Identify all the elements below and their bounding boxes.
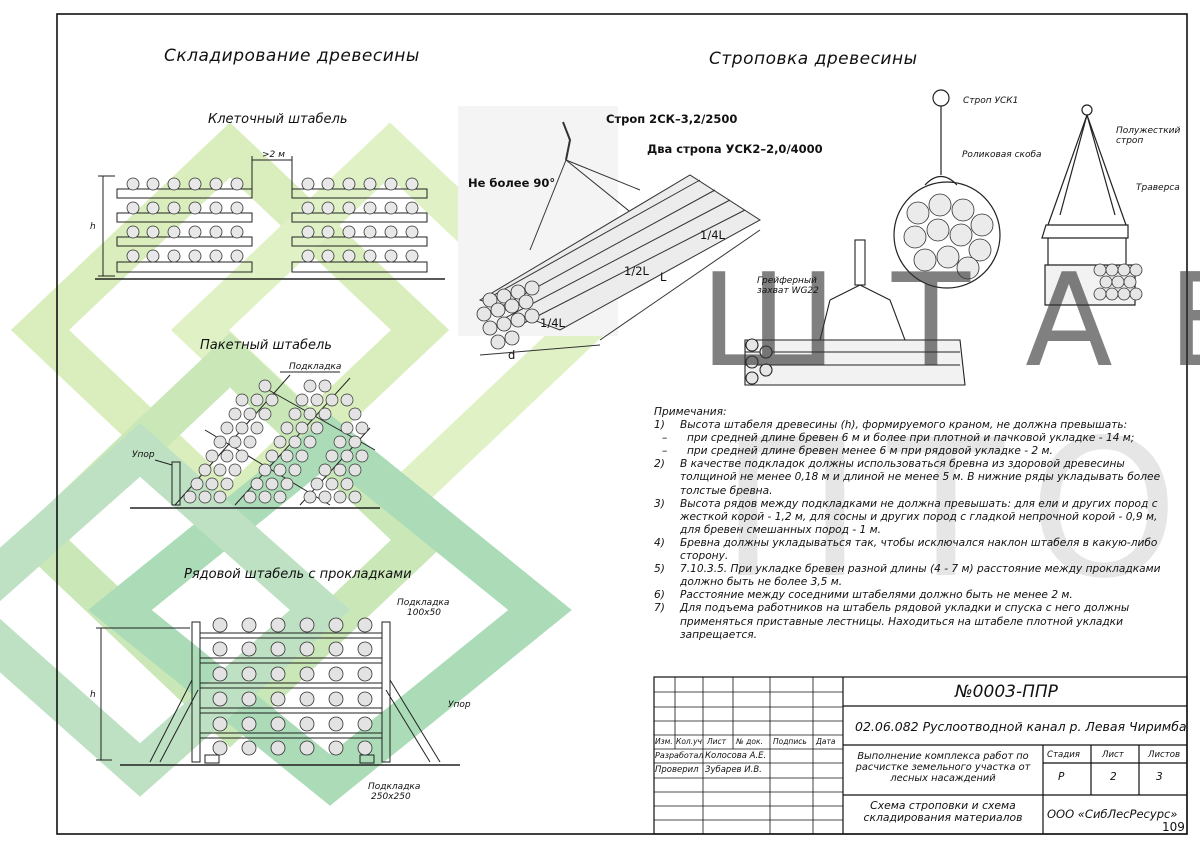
cage-stack-drawing xyxy=(95,156,445,280)
col-doc: № док. xyxy=(736,737,763,746)
row-stack-pad-top: Подкладка xyxy=(397,598,450,608)
label-diameter: d xyxy=(508,348,516,362)
note-text: Высота рядов между подкладками не должна… xyxy=(680,497,1158,536)
row-stack-pad-bottom: Подкладка xyxy=(368,782,421,792)
stage-label: Стадия xyxy=(1047,750,1080,760)
col-izm: Изм. xyxy=(655,737,673,746)
row-stack-pad-top-size: 100х50 xyxy=(407,608,441,618)
note-number: 7) xyxy=(654,602,665,615)
watermark-line-1: ШТАБ xyxy=(700,247,1200,396)
col-date: Дата xyxy=(816,737,836,746)
note-number: – xyxy=(662,432,668,445)
row-stack-drawing xyxy=(96,621,460,766)
traverse-logs xyxy=(1093,263,1143,301)
note-item: 3) Высота рядов между подкладками не долж… xyxy=(654,498,1169,537)
notes-section: Примечания: 1) Высота штабеля древесины (… xyxy=(654,406,1169,642)
developer-role: Разработал xyxy=(655,751,704,760)
notes-title: Примечания: xyxy=(654,406,727,418)
label-sling-usk: Строп УСК1 xyxy=(963,96,1019,106)
note-number: 6) xyxy=(654,589,665,602)
note-text: 7.10.3.5. При укладке бревен разной длин… xyxy=(680,563,1161,589)
doc-number: №0003-ППР xyxy=(955,682,1058,702)
package-stack-pad: Подкладка xyxy=(289,362,342,372)
row-stack-stop: Упор xyxy=(448,700,471,710)
project-name: 02.06.082 Руслоотводной канал р. Левая Ч… xyxy=(855,719,1187,734)
slinging-title: Строповка древесины xyxy=(709,49,918,69)
note-number: 3) xyxy=(654,497,665,510)
label-half: 1/2L xyxy=(624,264,649,278)
sheets-value: 3 xyxy=(1156,771,1163,783)
cage-stack-gap: >2 м xyxy=(262,150,285,160)
stage-value: Р xyxy=(1058,771,1065,783)
note-number: 4) xyxy=(654,536,665,549)
label-angle: Не более 90° xyxy=(468,176,556,190)
note-text: при средней длине бревен менее 6 м при р… xyxy=(687,445,1053,458)
storage-title: Складирование древесины xyxy=(164,46,420,66)
label-quarter-bottom: 1/4L xyxy=(540,316,565,330)
label-traverse: Траверса xyxy=(1136,183,1180,193)
cage-stack-logs xyxy=(126,177,419,263)
title-block xyxy=(653,676,1188,835)
cage-stack-height: h xyxy=(90,222,96,232)
note-item: – при средней длине бревен менее 6 м при … xyxy=(654,445,1169,458)
checker-role: Проверил xyxy=(655,765,699,775)
col-kol: Кол.уч xyxy=(676,737,702,746)
note-text: Высота штабеля древесины (h), формируемо… xyxy=(680,419,1128,432)
note-number: – xyxy=(662,445,668,458)
sheet-value: 2 xyxy=(1110,771,1117,783)
note-item: 6) Расстояние между соседними штабелями д… xyxy=(654,589,1169,602)
label-roller: Роликовая скоба xyxy=(962,150,1042,160)
grab-drawing xyxy=(744,239,966,386)
cage-stack-title: Клеточный штабель xyxy=(208,112,348,127)
note-item: 7) Для подъема работников на штабель рядо… xyxy=(654,602,1169,641)
note-number: 2) xyxy=(654,458,665,471)
roller-clamp-logs xyxy=(903,193,994,280)
company-name: ООО «СибЛесРесурс» xyxy=(1047,807,1178,821)
developer-name: Колосова А.Е. xyxy=(705,751,767,761)
col-sign: Подпись xyxy=(773,737,807,746)
label-length: L xyxy=(660,270,667,284)
checker-name: Зубарев И.В. xyxy=(705,765,762,775)
note-text: Для подъема работников на штабель рядово… xyxy=(680,602,1130,641)
label-sling-2sk: Строп 2СК–3,2/2500 xyxy=(606,112,738,126)
note-text: Расстояние между соседними штабелями дол… xyxy=(680,589,1073,602)
row-stack-logs xyxy=(212,617,373,756)
package-stack-logs xyxy=(183,379,369,504)
row-stack-pad-bottom-size: 250х250 xyxy=(371,792,411,802)
label-two-slings: Два стропа УСК2–2,0/4000 xyxy=(647,142,823,156)
roller-clamp-drawing xyxy=(893,89,1001,289)
note-item: 1) Высота штабеля древесины (h), формируе… xyxy=(654,419,1169,432)
watermark-line-2: ПТО xyxy=(720,399,1200,620)
label-semi-rigid: Полужесткий строп xyxy=(1116,126,1181,146)
package-stack-title: Пакетный штабель xyxy=(200,338,332,353)
sling-bundle-ends xyxy=(476,280,540,350)
note-item: 5) 7.10.3.5. При укладке бревен разной дл… xyxy=(654,563,1169,589)
label-quarter-top: 1/4L xyxy=(700,228,725,242)
row-stack-title: Рядовой штабель с прокладками xyxy=(184,567,412,582)
sheets-label: Листов xyxy=(1148,750,1181,760)
work-description: Выполнение комплекса работ по расчистке … xyxy=(855,751,1031,784)
note-item: 4) Бревна должны укладываться так, чтобы … xyxy=(654,537,1169,563)
row-stack-height: h xyxy=(90,690,96,700)
page-number: 109 xyxy=(1162,820,1185,834)
note-text: при средней длине бревен 6 м и более при… xyxy=(687,432,1135,445)
note-text: В качестве подкладок должны использовать… xyxy=(680,458,1161,497)
label-grab: Грейферный захват WG22 xyxy=(757,276,819,296)
sheet-label: Лист xyxy=(1102,750,1124,760)
note-item: 2) В качестве подкладок должны использова… xyxy=(654,458,1169,497)
drawing-frame xyxy=(56,13,1188,835)
note-item: – при средней длине бревен 6 м и более пр… xyxy=(654,432,1169,445)
package-stack-stop: Упор xyxy=(132,450,155,460)
note-number: 5) xyxy=(654,563,665,576)
note-number: 1) xyxy=(654,419,665,432)
note-text: Бревна должны укладываться так, чтобы ис… xyxy=(680,536,1158,563)
watermark-text: ШТАБ ПТО xyxy=(700,247,1200,620)
drawing-name: Схема строповки и схема складирования ма… xyxy=(863,799,1023,824)
col-list: Лист xyxy=(707,737,727,746)
